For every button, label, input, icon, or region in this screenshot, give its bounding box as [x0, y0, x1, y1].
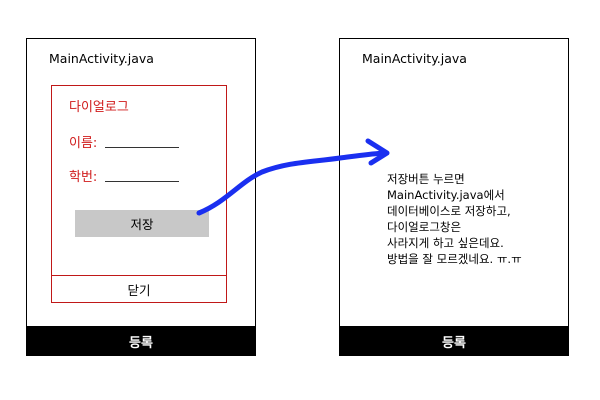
right-phone-title: MainActivity.java: [362, 51, 467, 66]
student-id-input[interactable]: [105, 181, 180, 182]
student-id-field-row: 학번:: [69, 166, 180, 185]
input-dialog: 다이얼로그 이름: 학번: 저장 닫기: [51, 85, 227, 303]
message-line: 저장버튼 누르면: [387, 172, 465, 186]
dialog-divider: [52, 275, 226, 276]
student-id-label: 학번:: [69, 170, 98, 185]
close-button[interactable]: 닫기: [52, 276, 226, 302]
name-label: 이름:: [69, 136, 98, 151]
save-button[interactable]: 저장: [75, 210, 209, 237]
name-input[interactable]: [105, 147, 180, 148]
message-line: 사라지게 하고 싶은데요.: [387, 236, 504, 250]
message-line: 방법을 잘 모르겠네요. ㅠ.ㅠ: [387, 252, 522, 266]
right-register-button[interactable]: 등록: [339, 326, 569, 356]
message-line: MainActivity.java에서: [387, 188, 505, 202]
name-field-row: 이름:: [69, 132, 180, 151]
dialog-title: 다이얼로그: [69, 100, 129, 115]
right-phone-screen: MainActivity.java 저장버튼 누르면 MainActivity.j…: [339, 38, 569, 356]
message-line: 데이터베이스로 저장하고,: [387, 204, 511, 218]
left-phone-title: MainActivity.java: [49, 51, 154, 66]
left-phone-screen: MainActivity.java 다이얼로그 이름: 학번: 저장 닫기 등록: [26, 38, 256, 356]
left-register-button[interactable]: 등록: [26, 326, 256, 356]
message-line: 다이얼로그창은: [387, 220, 462, 234]
